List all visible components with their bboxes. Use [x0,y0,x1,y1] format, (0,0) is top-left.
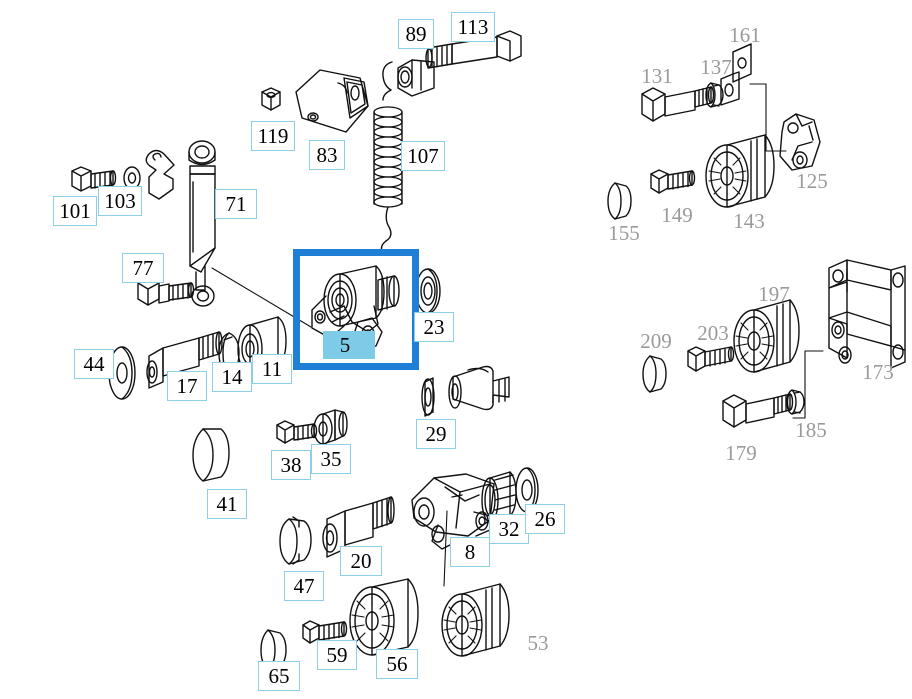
part-29-stud [421,377,435,417]
part-label-53[interactable]: 53 [527,630,549,655]
part-161-bracket [720,43,752,106]
part-label-173[interactable]: 173 [862,359,894,384]
part-label-41[interactable]: 41 [207,489,247,519]
part-107-spring [373,61,403,256]
part-203-bolt [687,346,735,372]
part-label-77[interactable]: 77 [122,253,164,283]
part-143-pulley [705,134,775,208]
part-label-56[interactable]: 56 [376,649,418,679]
part-label-8[interactable]: 8 [450,537,490,567]
part-5-highlight [323,331,375,359]
part-label-185[interactable]: 185 [795,417,827,442]
part-89-sleeve [397,59,435,97]
part-label-83[interactable]: 83 [309,140,345,170]
part-149-bolt [650,169,696,194]
part-label-23[interactable]: 23 [414,312,454,342]
part-38-bolt [276,420,318,444]
part-label-113[interactable]: 113 [451,12,495,42]
part-label-5[interactable]: 5 [339,332,351,357]
part-23-bushing [415,268,441,314]
part-label-17[interactable]: 17 [167,371,207,401]
part-label-11[interactable]: 11 [252,354,292,384]
part-label-125[interactable]: 125 [796,168,828,193]
part-103-clip-plate [145,149,175,200]
part-label-137[interactable]: 137 [700,54,732,79]
part-label-38[interactable]: 38 [271,450,311,480]
part-label-71[interactable]: 71 [215,189,257,219]
part-label-155[interactable]: 155 [608,220,640,245]
part-label-14[interactable]: 14 [212,362,252,392]
part-label-44[interactable]: 44 [74,349,114,379]
part-label-143[interactable]: 143 [733,208,765,233]
part-155-cap [607,182,632,220]
part-59-bolt [302,620,348,644]
part-29-pin-body [448,365,510,411]
part-label-149[interactable]: 149 [661,202,693,227]
part-label-209[interactable]: 209 [640,328,672,353]
part-101-bolt [71,166,117,192]
part-label-32[interactable]: 32 [489,514,529,544]
part-47-bushing [279,516,312,565]
part-137-clip [705,82,724,108]
part-label-47[interactable]: 47 [284,571,324,601]
part-label-65[interactable]: 65 [258,661,300,691]
part-53-pulley [441,583,510,657]
part-label-203[interactable]: 203 [697,320,729,345]
leader-lines [211,83,824,587]
part-173-frame [828,259,906,369]
part-131-bolt [641,86,715,122]
part-label-101[interactable]: 101 [53,196,97,226]
part-label-179[interactable]: 179 [725,440,757,465]
part-label-35[interactable]: 35 [311,444,351,474]
part-119-nut [261,87,281,111]
part-197-pulley [733,299,800,373]
part-label-103[interactable]: 103 [98,186,142,216]
part-5-belt-tensioner [311,265,400,349]
part-label-161[interactable]: 161 [729,22,761,47]
part-41-cap [192,428,230,482]
part-56-pulley [349,578,419,656]
part-label-131[interactable]: 131 [641,63,673,88]
part-label-26[interactable]: 26 [525,504,565,534]
part-185-clip [786,389,805,415]
part-label-59[interactable]: 59 [317,640,357,670]
part-125-lever [779,113,821,171]
part-label-29[interactable]: 29 [416,419,456,449]
part-label-89[interactable]: 89 [398,19,434,49]
part-71-damper [188,140,216,307]
annotation-rectangle-part-5 [293,249,419,370]
part-label-20[interactable]: 20 [340,546,382,576]
part-83-bracket [295,69,369,133]
part-label-119[interactable]: 119 [251,121,295,151]
part-209-cap [642,355,667,393]
part-label-197[interactable]: 197 [758,281,790,306]
part-179-bolt [722,393,794,428]
part-label-107[interactable]: 107 [401,141,445,171]
part-35-bushing [313,409,348,445]
